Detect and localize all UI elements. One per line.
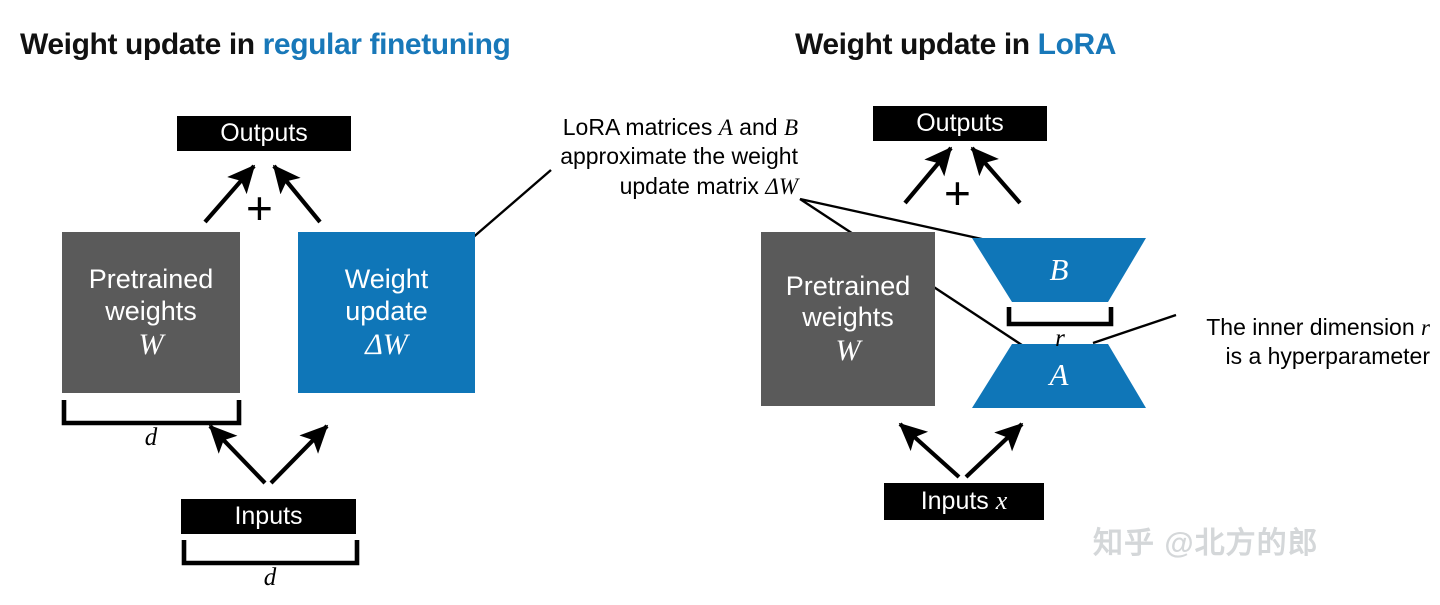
right-arrow-inputs-to-matrixa bbox=[964, 422, 1024, 479]
center-annotation-matrix-b: B bbox=[783, 115, 798, 140]
center-annotation-delta-w: ΔW bbox=[765, 173, 798, 199]
left-pretrained-line1: Pretrained bbox=[88, 264, 214, 295]
left-inputs-box: Inputs bbox=[181, 499, 356, 534]
left-inputs-bracket bbox=[181, 540, 360, 566]
watermark: 知乎 @北方的郎 bbox=[1093, 518, 1319, 562]
right-annotation-line1-plain: The inner dimension bbox=[1206, 314, 1422, 340]
left-arrow-update-to-outputs bbox=[272, 164, 322, 224]
matrix-b-label: B bbox=[1039, 252, 1079, 288]
right-inputs-label-math: x bbox=[995, 486, 1008, 516]
left-arrow-inputs-to-pretrained bbox=[208, 424, 267, 485]
left-update-line2: update bbox=[345, 295, 428, 326]
left-outputs-label: Outputs bbox=[220, 119, 308, 147]
left-inputs-label: Inputs bbox=[234, 502, 303, 530]
center-annotation-line-3: update matrix ΔW bbox=[456, 172, 798, 201]
center-annotation-line-1: LoRA matrices A and B bbox=[456, 113, 798, 142]
center-annotation: LoRA matrices A and B approximate the we… bbox=[456, 113, 798, 201]
left-arrow-inputs-to-update bbox=[269, 424, 329, 485]
left-pretrained-line2: weights bbox=[105, 295, 197, 326]
left-update-symbol: ΔW bbox=[365, 327, 408, 361]
left-width-bracket bbox=[61, 400, 242, 426]
right-panel-heading: Weight update in LoRA bbox=[795, 28, 1116, 62]
right-pretrained-line2: weights bbox=[802, 302, 894, 332]
right-annotation-line-2: is a hyperparameter bbox=[1225, 343, 1430, 370]
right-plus-sign: + bbox=[944, 170, 971, 216]
right-annotation-leader bbox=[1092, 313, 1177, 345]
center-annotation-line-2: approximate the weight bbox=[560, 143, 798, 170]
left-width-bracket-label: d bbox=[128, 424, 174, 452]
matrix-b-glyph: B bbox=[1049, 252, 1069, 287]
left-pretrained-weights-box: Pretrained weights W bbox=[62, 232, 240, 393]
right-annotation-rank-glyph: r bbox=[1421, 315, 1430, 340]
left-weight-update-box: Weight update ΔW bbox=[298, 232, 475, 393]
watermark-text: 知乎 @北方的郎 bbox=[1093, 527, 1319, 560]
rank-bracket bbox=[1006, 307, 1114, 327]
right-inputs-label: Inputs x bbox=[921, 486, 1008, 516]
left-pretrained-symbol: W bbox=[138, 327, 164, 361]
right-annotation-line-1: The inner dimension r bbox=[1180, 313, 1430, 342]
right-inputs-label-plain: Inputs bbox=[920, 487, 996, 516]
right-pretrained-line1: Pretrained bbox=[785, 270, 911, 301]
rank-bracket-label: r bbox=[1042, 325, 1078, 353]
right-plus-glyph: + bbox=[944, 167, 971, 219]
right-annotation: The inner dimension r is a hyperparamete… bbox=[1180, 313, 1430, 372]
left-inputs-bracket-glyph: d bbox=[263, 564, 277, 591]
center-annotation-line3-plain: update matrix bbox=[619, 172, 766, 199]
center-annotation-line1-mid: and bbox=[732, 114, 784, 140]
left-outputs-box: Outputs bbox=[177, 116, 351, 151]
right-heading-prefix: Weight update in bbox=[795, 28, 1038, 61]
left-plus-sign: + bbox=[246, 185, 273, 231]
left-inputs-bracket-label: d bbox=[247, 564, 293, 592]
matrix-a-glyph: A bbox=[1049, 357, 1069, 392]
right-arrow-matrixb-to-outputs bbox=[970, 146, 1022, 205]
center-annotation-matrix-a: A bbox=[718, 115, 733, 140]
right-pretrained-weights-box: Pretrained weights W bbox=[761, 232, 935, 406]
left-plus-glyph: + bbox=[246, 182, 273, 234]
left-update-line1: Weight bbox=[344, 264, 429, 295]
right-outputs-label: Outputs bbox=[916, 109, 1004, 137]
matrix-a-label: A bbox=[1039, 357, 1079, 393]
rank-bracket-glyph: r bbox=[1055, 325, 1065, 352]
left-heading-accent: regular finetuning bbox=[262, 28, 511, 61]
right-arrow-inputs-to-pretrained bbox=[898, 422, 961, 479]
left-heading-prefix: Weight update in bbox=[20, 28, 263, 61]
left-panel-heading: Weight update in regular finetuning bbox=[20, 28, 511, 62]
right-outputs-box: Outputs bbox=[873, 106, 1047, 141]
left-width-bracket-glyph: d bbox=[144, 424, 158, 451]
right-heading-accent: LoRA bbox=[1037, 28, 1117, 61]
right-inputs-box: Inputs x bbox=[884, 483, 1044, 520]
center-annotation-line1-plain: LoRA matrices bbox=[562, 114, 719, 140]
right-pretrained-symbol: W bbox=[835, 334, 861, 368]
